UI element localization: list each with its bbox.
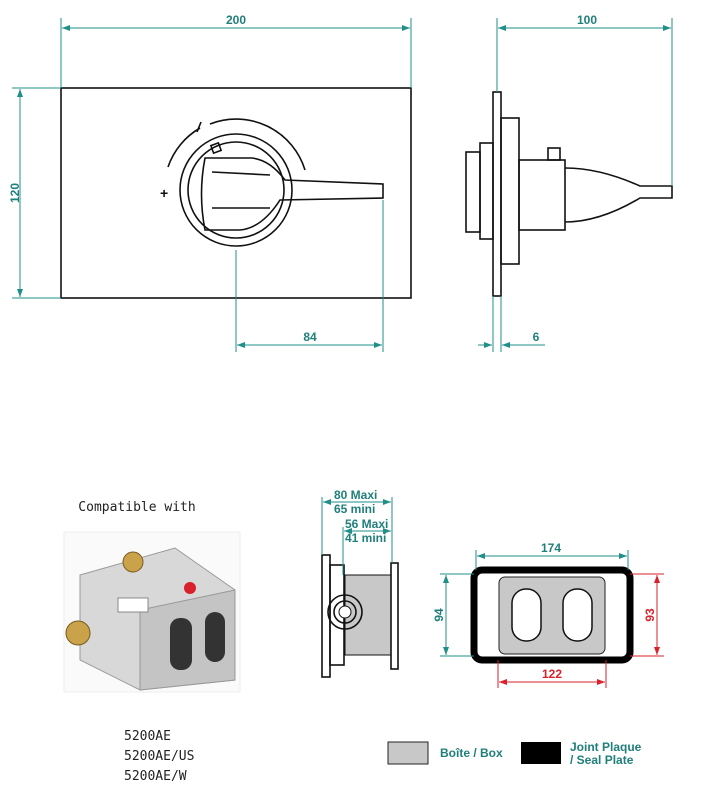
- side-plate: [492, 91, 502, 297]
- mixer-box-photo: [63, 531, 241, 693]
- valve-body: [518, 159, 566, 231]
- compatible-heading: Compatible with: [78, 500, 195, 515]
- front-view: + 200 120 84: [8, 13, 412, 352]
- scale-arc-right: [209, 118, 306, 171]
- legend-label-seal-1: Joint Plaque: [570, 740, 642, 754]
- dim-width: 200: [226, 13, 246, 27]
- dim-seal-width: 174: [541, 541, 561, 555]
- box-outer-max: 80 Maxi: [334, 488, 377, 502]
- plus-symbol: +: [160, 185, 168, 201]
- model-1: 5200AE: [124, 729, 171, 744]
- box-side-view: 80 Maxi 65 mini 56 Maxi 41 mini: [321, 488, 399, 678]
- dim-seal-height: 94: [432, 608, 446, 622]
- knob-indicator: [209, 141, 223, 155]
- legend-label-box: Boîte / Box: [440, 746, 503, 760]
- knob-ring: [179, 133, 293, 247]
- knob-ring-inner: [187, 141, 285, 239]
- box-outer-min: 65 mini: [334, 502, 375, 516]
- box-inner-min: 41 mini: [345, 531, 386, 545]
- dim-inner-height: 93: [643, 608, 657, 622]
- dim-depth: 100: [577, 13, 597, 27]
- seal-plate-view: 174 94 93 122: [432, 541, 664, 688]
- legend-swatch-box: [387, 741, 429, 765]
- box-inner-max: 56 Maxi: [345, 517, 388, 531]
- side-view: 100 6: [465, 13, 673, 352]
- scale-arc-left: [167, 127, 201, 168]
- model-3: 5200AE/W: [124, 769, 187, 784]
- legend-swatch-seal: [521, 742, 561, 764]
- side-lever: [564, 167, 673, 223]
- scale-mark: [196, 121, 202, 133]
- legend-label-seal-2: / Seal Plate: [570, 753, 634, 767]
- dim-plate: 6: [533, 330, 540, 344]
- model-2: 5200AE/US: [124, 749, 194, 764]
- dim-offset: 84: [303, 330, 317, 344]
- legend: Boîte / Box Joint Plaque / Seal Plate: [387, 740, 642, 767]
- lever-handle: [200, 157, 384, 231]
- dim-height: 120: [8, 183, 22, 203]
- dim-inner-width: 122: [542, 667, 562, 681]
